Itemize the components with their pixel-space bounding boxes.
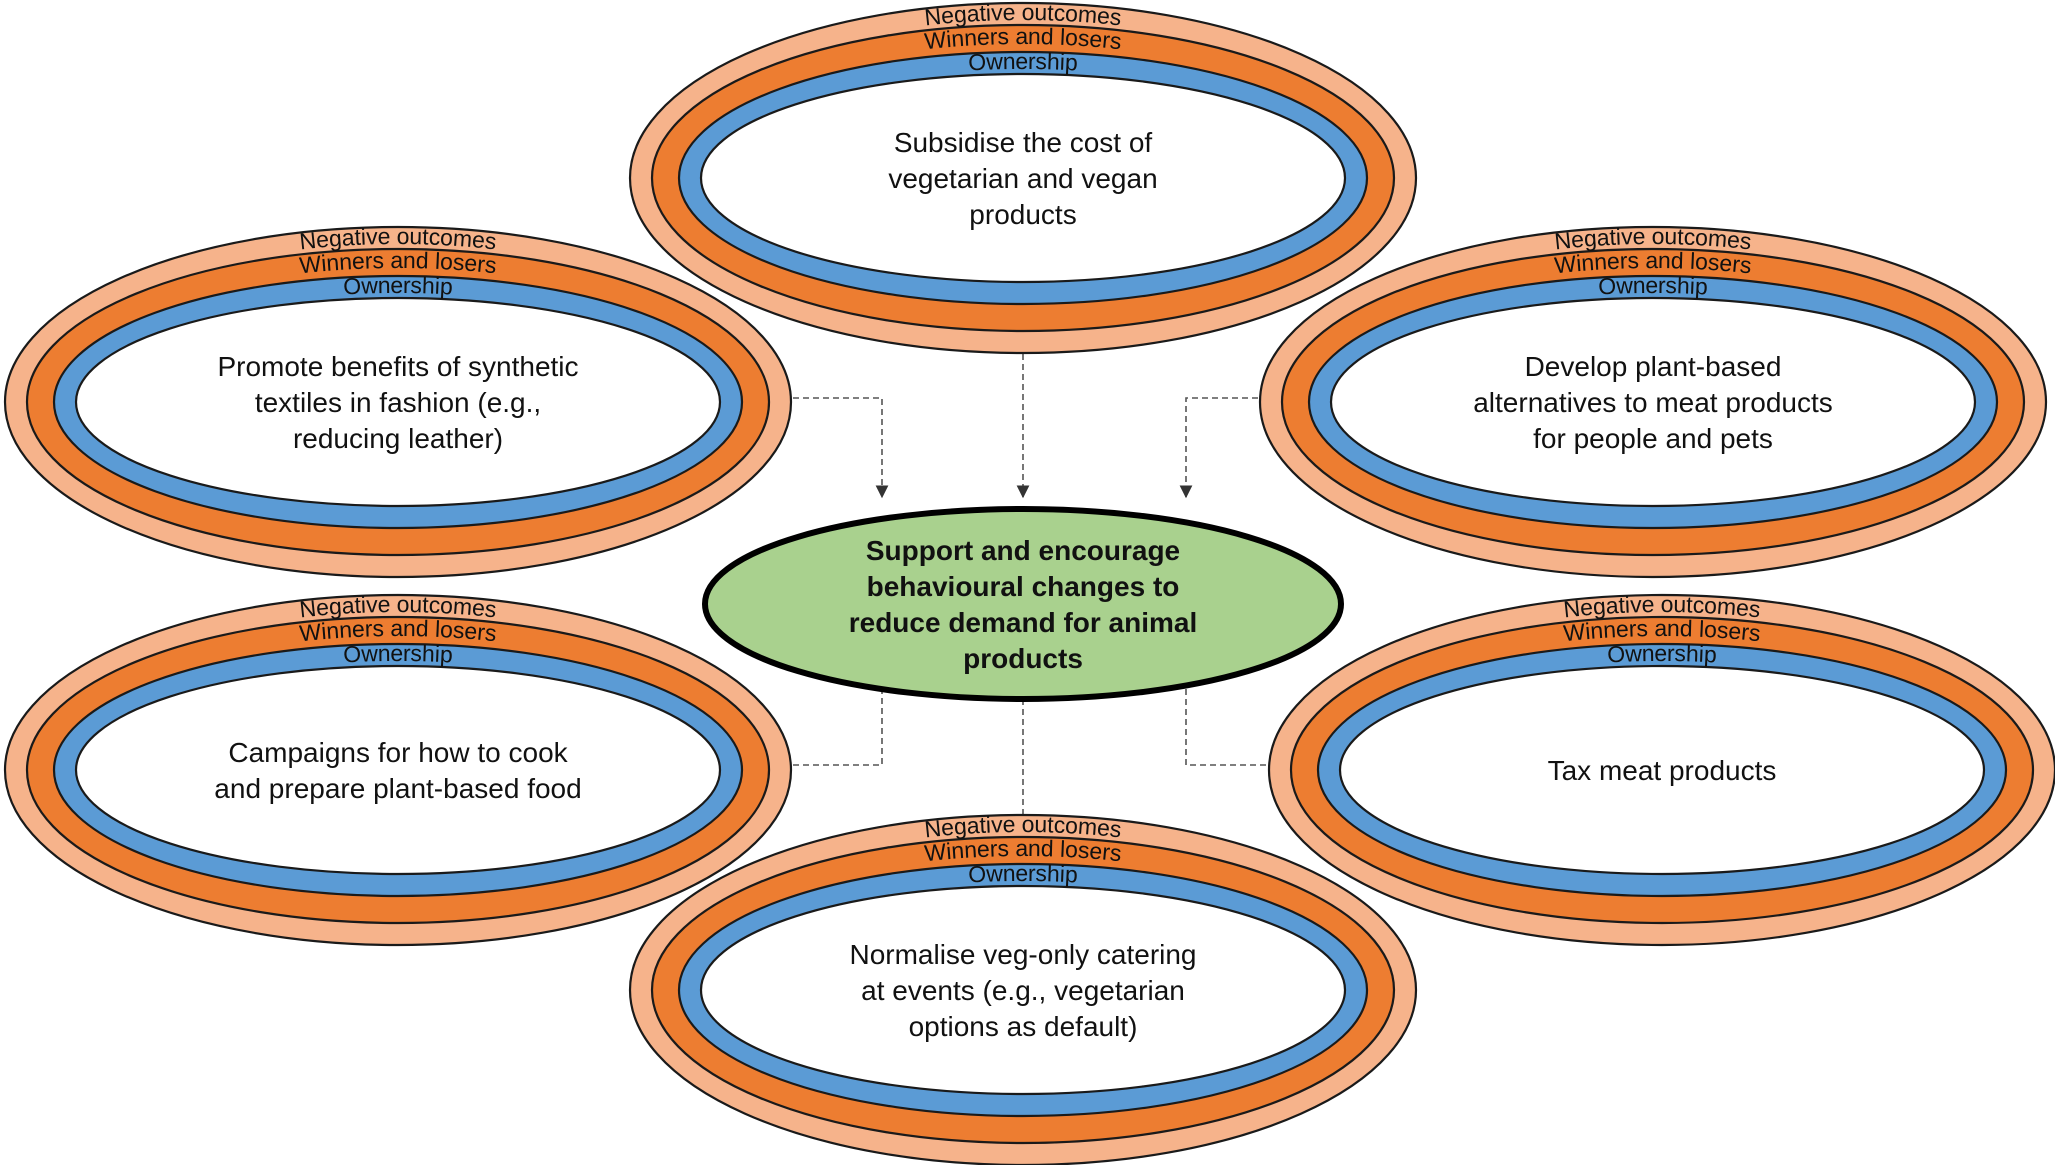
central-goal-ellipse bbox=[702, 506, 1344, 702]
connector-upper-left bbox=[793, 397, 889, 499]
central-goal-label-line: behavioural changes to bbox=[867, 571, 1180, 602]
node-label-line: Tax meat products bbox=[1548, 755, 1777, 786]
node-core bbox=[699, 72, 1347, 284]
node-core bbox=[1329, 296, 1977, 508]
connector-lower-left bbox=[793, 669, 889, 766]
node-label-line: alternatives to meat products bbox=[1473, 387, 1833, 418]
node-label: Tax meat products bbox=[1548, 755, 1777, 786]
node-label: Subsidise the cost of vegetarian and vega… bbox=[888, 127, 1157, 230]
node-label-line: Develop plant-based bbox=[1525, 351, 1782, 382]
node-label-line: vegetarian and vegan bbox=[888, 163, 1157, 194]
connector-lower-right bbox=[1179, 669, 1266, 766]
inner-ring-label: Ownership bbox=[968, 860, 1079, 888]
node-label-line: at events (e.g., vegetarian bbox=[861, 975, 1185, 1006]
node-label-line: textiles in fashion (e.g., bbox=[255, 387, 541, 418]
node-label: Normalise veg-only catering at events (e.… bbox=[849, 939, 1196, 1042]
node-label-line: Campaigns for how to cook bbox=[228, 737, 568, 768]
inner-ring-label: Ownership bbox=[1607, 640, 1718, 668]
node-core bbox=[74, 664, 722, 876]
inner-ring-label: Ownership bbox=[1598, 272, 1709, 300]
inner-ring-label: Ownership bbox=[343, 640, 454, 668]
node-label-line: reducing leather) bbox=[293, 423, 503, 454]
node-label-line: for people and pets bbox=[1533, 423, 1773, 454]
node-label: Promote benefits of synthetic textiles in… bbox=[217, 351, 578, 454]
inner-ring-label: Ownership bbox=[968, 48, 1079, 76]
inner-ring-label: Ownership bbox=[343, 272, 454, 300]
node-label-line: Promote benefits of synthetic bbox=[217, 351, 578, 382]
node-label-line: options as default) bbox=[909, 1011, 1138, 1042]
node-core bbox=[1338, 664, 1986, 876]
node-label: Develop plant-based alternatives to meat … bbox=[1473, 351, 1833, 454]
node-core bbox=[699, 884, 1347, 1096]
central-goal-label-line: products bbox=[963, 643, 1083, 674]
node-core bbox=[74, 296, 722, 508]
central-goal-label: Support and encourage behavioural changes… bbox=[849, 535, 1198, 674]
node-label-line: Normalise veg-only catering bbox=[849, 939, 1196, 970]
central-goal-label-line: reduce demand for animal bbox=[849, 607, 1198, 638]
central-goal: Support and encourage behavioural changes… bbox=[702, 506, 1344, 702]
node-label: Campaigns for how to cook and prepare pla… bbox=[214, 737, 581, 804]
connector-upper-right bbox=[1179, 397, 1258, 499]
node-label-line: products bbox=[969, 199, 1076, 230]
node-label-line: and prepare plant-based food bbox=[214, 773, 581, 804]
node-label-line: Subsidise the cost of bbox=[894, 127, 1153, 158]
central-goal-label-line: Support and encourage bbox=[866, 535, 1180, 566]
